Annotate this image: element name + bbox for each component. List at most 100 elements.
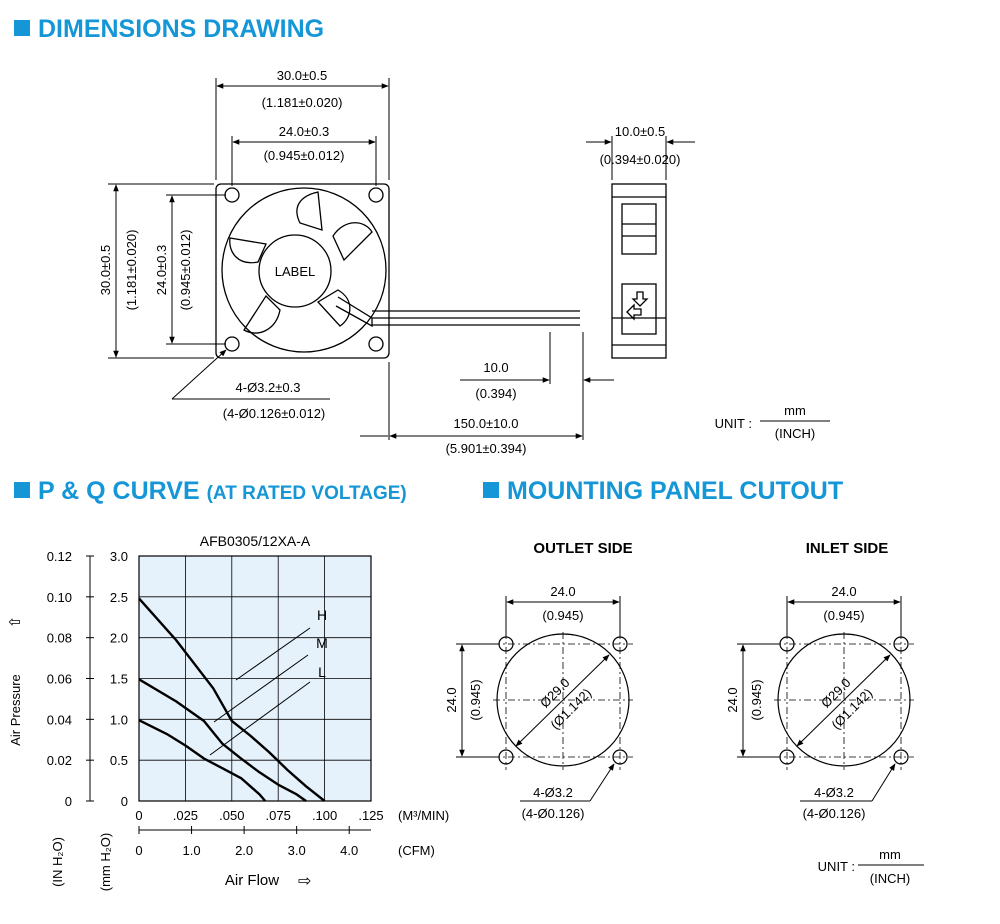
hole-spacing-mm-label: 24.0±0.3 (279, 124, 330, 139)
section-title-mounting: MOUNTING PANEL CUTOUT (483, 479, 843, 504)
y-tick-in: 0.12 (47, 549, 72, 564)
airflow-arrow-icon (631, 291, 649, 307)
holes-leader (171, 349, 330, 400)
x-axis-label: Air Flow (225, 872, 279, 889)
mount-unit-label: UNIT : (818, 859, 855, 874)
fan-blade (316, 289, 351, 327)
outlet-holes-in: (4-Ø0.126) (522, 806, 585, 821)
section-title-text: MOUNTING PANEL CUTOUT (507, 477, 844, 505)
lead-in-label: (5.901±0.394) (446, 441, 527, 456)
section-subtitle: (AT RATED VOLTAGE) (206, 483, 407, 504)
x-cfm-unit-label: (CFM) (398, 843, 435, 858)
series-label-l: L (318, 664, 326, 680)
vhole-mm-label: 24.0±0.3 (154, 245, 169, 296)
inlet-holes-mm: 4-Ø3.2 (814, 785, 854, 800)
y-axis-label: Air Pressure (8, 674, 23, 746)
wire-channel (335, 296, 373, 328)
rotation-arrow-icon (626, 303, 642, 321)
fan-blade (243, 294, 281, 334)
outlet-holes-mm: 4-Ø3.2 (533, 785, 573, 800)
outlet-dim-mm: 24.0 (550, 584, 575, 599)
chart-axes (89, 556, 371, 831)
fan-front-view (215, 183, 580, 359)
y-tick-mm: 0.5 (110, 753, 128, 768)
section-square-icon (14, 482, 30, 498)
outlet-vdim-in: (0.945) (468, 679, 483, 720)
x-tick-m3: .100 (312, 808, 337, 823)
section-square-icon (14, 20, 30, 36)
inlet-holes-in: (4-Ø0.126) (803, 806, 866, 821)
x-tick-m3: 0 (135, 808, 142, 823)
inlet-vdim-mm: 24.0 (725, 687, 740, 712)
strip-mm-label: 10.0 (483, 360, 508, 375)
mount-hole (224, 336, 240, 352)
width-in-label: (1.181±0.020) (262, 95, 343, 110)
unit-label: UNIT : (715, 416, 752, 431)
x-m3-unit-label: (M³/MIN) (398, 808, 449, 823)
series-label-m: M (316, 635, 328, 651)
fan-frame (215, 183, 390, 359)
height-in-label: (1.181±0.020) (124, 230, 139, 311)
chart-series-group (138, 597, 326, 802)
y-tick-in: 0.08 (47, 631, 72, 646)
section-title-dimensions: DIMENSIONS DRAWING (14, 17, 324, 42)
lead-dimension (360, 332, 614, 440)
side-frame (611, 183, 667, 359)
vhole-in-label: (0.945±0.012) (178, 230, 193, 311)
y-tick-mm: 1.5 (110, 672, 128, 687)
curve-leaders (209, 627, 311, 756)
fan-blade (229, 237, 267, 264)
mount-hole (224, 187, 240, 203)
y-mm-unit-label: (mm H₂O) (98, 833, 113, 891)
y-tick-in: 0.06 (47, 672, 72, 687)
y-tick-in: 0.04 (47, 712, 72, 727)
inlet-title: INLET SIDE (806, 540, 889, 557)
x-tick-cfm: 4.0 (340, 843, 358, 858)
up-arrow-icon: ⇧ (7, 616, 24, 629)
x-tick-cfm: 3.0 (288, 843, 306, 858)
y-tick-in: 0.02 (47, 753, 72, 768)
depth-dimension (586, 136, 695, 180)
series-label-h: H (317, 607, 327, 623)
fan-label-text: LABEL (275, 264, 315, 279)
section-title-text: DIMENSIONS DRAWING (38, 15, 325, 43)
x-tick-cfm: 2.0 (235, 843, 253, 858)
mount-hole (368, 187, 384, 203)
mount-unit-mm: mm (879, 847, 901, 862)
depth-mm-label: 10.0±0.5 (615, 124, 666, 139)
holes-mm-label: 4-Ø3.2±0.3 (236, 380, 301, 395)
inlet-vdim-in: (0.945) (749, 679, 764, 720)
section-title-text: P & Q CURVE (38, 477, 200, 505)
y-tick-mm: 2.0 (110, 631, 128, 646)
outlet-title: OUTLET SIDE (533, 540, 632, 557)
height-mm-label: 30.0±0.5 (98, 245, 113, 296)
y-tick-in: 0 (65, 794, 72, 809)
section-title-pq: P & Q CURVE (AT RATED VOLTAGE) (14, 479, 407, 504)
y-tick-mm: 1.0 (110, 712, 128, 727)
inlet-dim-mm: 24.0 (831, 584, 856, 599)
series-curve-m (138, 678, 307, 802)
fan-blade (332, 222, 373, 262)
x-tick-m3: .075 (266, 808, 291, 823)
outlet-cutout: OUTLET SIDE 24.0 (0.94 (444, 540, 633, 821)
fan-hub (258, 234, 332, 308)
outlet-vdim-mm: 24.0 (444, 687, 459, 712)
series-curve-h (138, 597, 326, 802)
right-arrow-icon: ⇨ (298, 873, 311, 890)
fan-blade (296, 191, 323, 231)
width-mm-label: 30.0±0.5 (277, 68, 328, 83)
inlet-dim-in: (0.945) (823, 608, 864, 623)
mount-unit-in: (INCH) (870, 871, 910, 886)
outlet-dim-in: (0.945) (542, 608, 583, 623)
hole-spacing-in-label: (0.945±0.012) (264, 148, 345, 163)
x-tick-cfm: 0 (135, 843, 142, 858)
x-tick-cfm: 1.0 (183, 843, 201, 858)
y-tick-in: 0.10 (47, 590, 72, 605)
chart-title: AFB0305/12XA-A (200, 533, 311, 549)
section-square-icon (483, 482, 499, 498)
y-in-unit-label: (IN H₂O) (50, 837, 65, 887)
x-tick-m3: .025 (173, 808, 198, 823)
chart-frame (138, 555, 372, 802)
fan-shroud-circle (221, 187, 387, 353)
